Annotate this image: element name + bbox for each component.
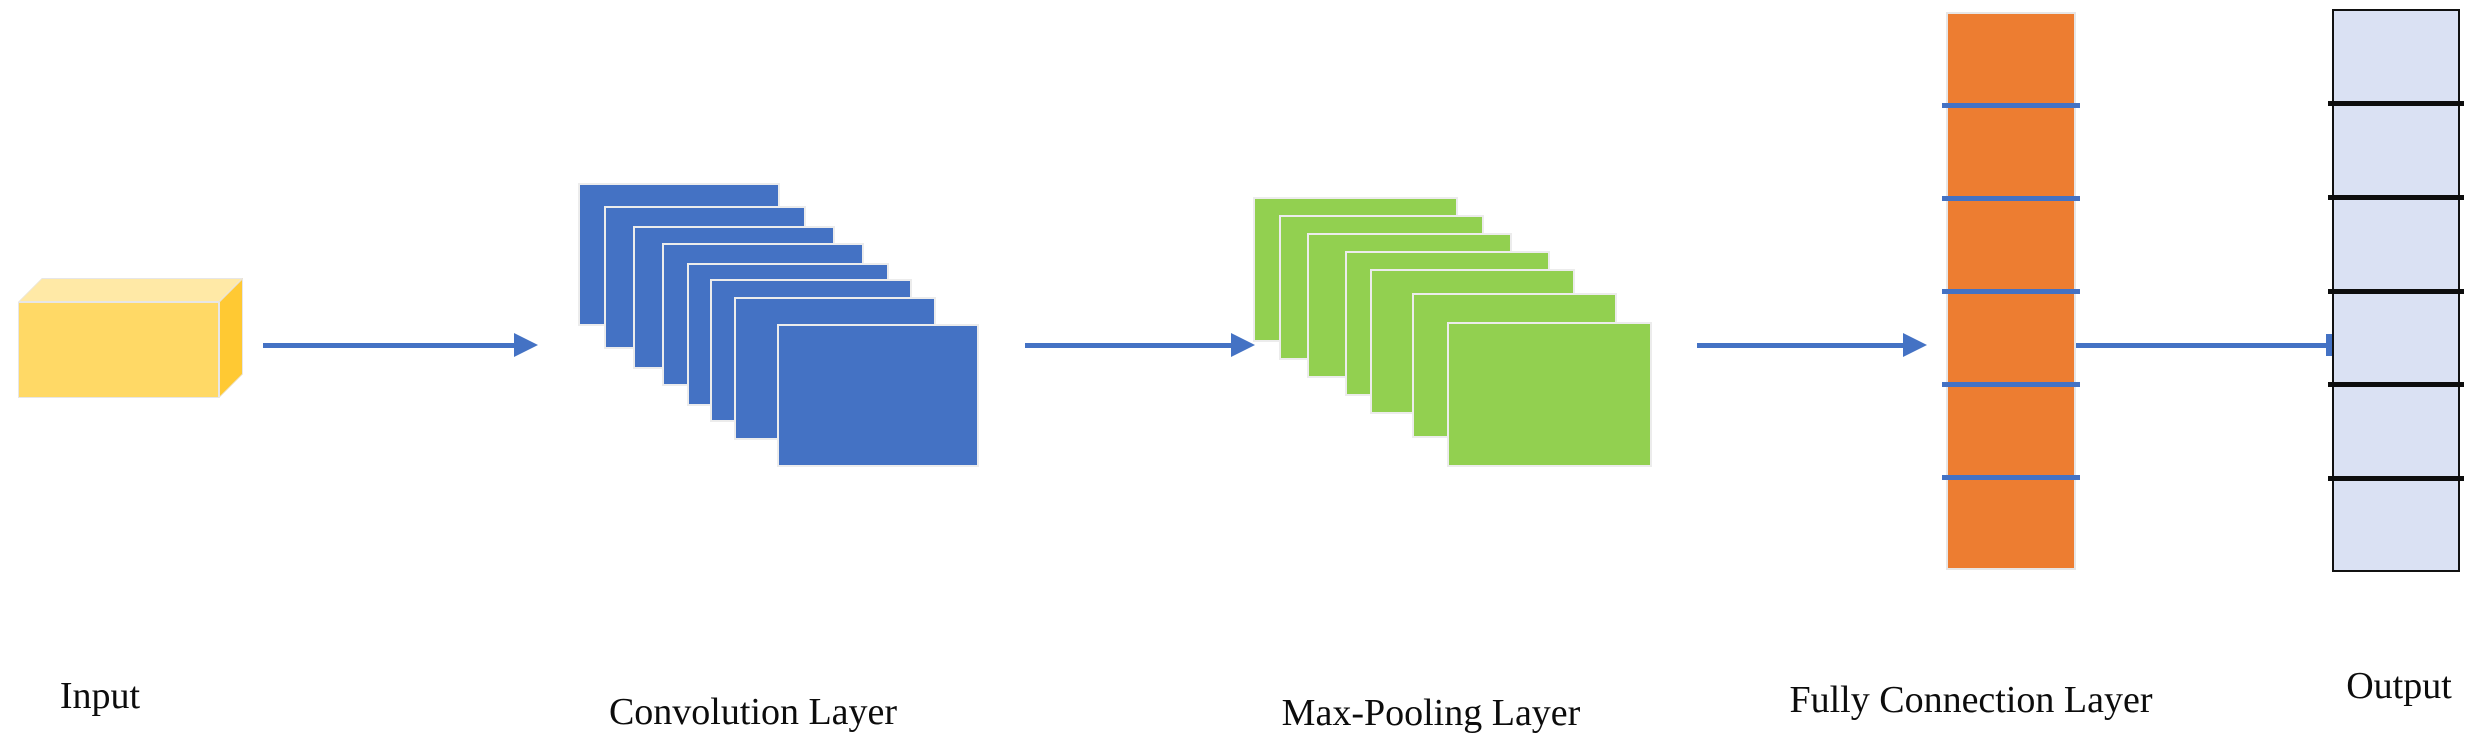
output-cell-column-divider: [2328, 195, 2464, 200]
arrow-shaft: [263, 343, 516, 348]
input-box-top-face: [18, 278, 243, 302]
output-cell-column-divider: [2328, 476, 2464, 481]
fc-cell-column-divider: [1942, 382, 2080, 387]
fc-cell-column-divider: [1942, 196, 2080, 201]
arrow-head-icon: [1903, 333, 1927, 357]
output-label: Output: [2346, 665, 2452, 707]
arrow-head-icon: [1231, 333, 1255, 357]
convolution-layer-label: Convolution Layer: [608, 691, 898, 733]
fc-cell-column-divider: [1942, 103, 2080, 108]
max-pooling-layer-label: Max-Pooling Layer: [1281, 692, 1581, 734]
arrow-shaft: [1697, 343, 1905, 348]
input-box-front-face: [18, 302, 219, 398]
output-cell-column-divider: [2328, 289, 2464, 294]
pool-feature-map: [1447, 322, 1652, 467]
input-label: Input: [59, 675, 141, 717]
line-shaft: [2076, 343, 2328, 348]
fc-cell-column-divider: [1942, 289, 2080, 294]
fc-cell-column-divider: [1942, 475, 2080, 480]
output-cell-column-divider: [2328, 101, 2464, 106]
arrow-head-icon: [514, 333, 538, 357]
output-cell-column-divider: [2328, 382, 2464, 387]
line-end-bar: [2326, 334, 2332, 356]
fully-connection-layer-label: Fully Connection Layer: [1789, 679, 2153, 721]
conv-feature-map: [777, 324, 979, 467]
arrow-shaft: [1025, 343, 1233, 348]
